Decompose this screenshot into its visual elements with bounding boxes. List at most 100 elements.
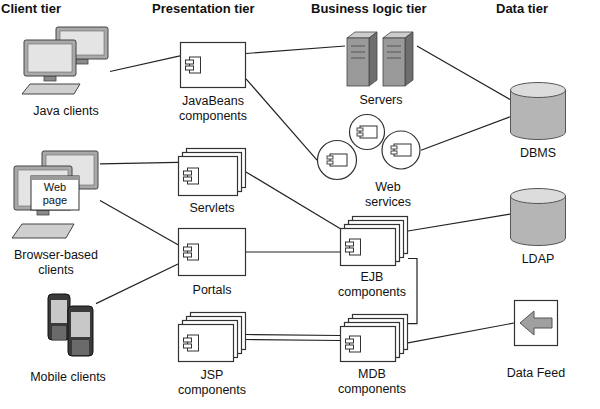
database-cylinder: LDAP	[510, 188, 566, 246]
server-slot	[387, 46, 401, 47]
component-box: Portals	[178, 228, 246, 276]
data-feed-icon: Data Feed	[514, 300, 558, 346]
text-slot: Web page	[33, 181, 77, 207]
server-side	[405, 32, 413, 86]
node-label: Web services	[358, 180, 418, 210]
component-tab	[346, 345, 354, 349]
tier-panel: Presentation tierJavaBeans componentsSer…	[155, 18, 292, 406]
component-symbol	[350, 239, 361, 255]
connector	[100, 201, 178, 245]
component-box: JavaBeans components	[180, 42, 246, 88]
component-rect	[179, 325, 234, 362]
client-icon: Java clients	[22, 26, 110, 96]
component-symbol	[188, 244, 199, 260]
icon-group	[511, 83, 566, 140]
icon-group	[48, 294, 93, 356]
node-label: Portals	[170, 283, 254, 298]
text-slot: Servers	[341, 93, 421, 108]
icon-group	[12, 151, 98, 238]
server-slot	[351, 52, 365, 53]
node-label: Browser-based clients	[6, 248, 106, 278]
component-stack-drawing	[340, 314, 408, 362]
tier-heading: Client tier	[1, 1, 129, 17]
tier-panel: Data tierDBMSLDAPData Feed	[484, 18, 597, 406]
client-icon: Web pageBrowser-based clients	[12, 150, 100, 242]
component-stack-drawing	[178, 312, 246, 362]
text-slot: MDB components	[332, 367, 412, 397]
icon-group	[179, 229, 246, 276]
phone-keypad	[52, 326, 66, 340]
component-tab	[184, 171, 192, 175]
component-tab	[391, 151, 397, 154]
component-tab	[327, 156, 333, 159]
server-side	[369, 32, 377, 86]
tier-heading: Presentation tier	[152, 1, 292, 17]
phone-body	[48, 294, 70, 340]
connector	[246, 335, 340, 341]
server-front	[347, 38, 369, 86]
component-tab	[346, 242, 354, 246]
monitor-frame	[24, 40, 76, 76]
component-tab	[184, 247, 192, 251]
server-slot	[387, 52, 401, 53]
text-slot: Data Feed	[496, 366, 576, 381]
phone-screen	[71, 312, 90, 337]
server-icon-drawing	[345, 28, 417, 88]
component-tab	[186, 60, 194, 64]
node-label: EJB components	[332, 270, 412, 300]
component-stack: MDB components	[340, 314, 408, 362]
connector	[246, 46, 345, 54]
node-label: DBMS	[503, 146, 573, 161]
text-slot: JavaBeans components	[171, 94, 255, 124]
connector	[100, 162, 178, 163]
connector	[110, 56, 180, 72]
icon-group	[179, 313, 246, 362]
component-tab	[184, 253, 192, 257]
connector	[246, 172, 340, 229]
component-tab	[346, 248, 354, 252]
text-slot: DBMS	[503, 146, 573, 161]
text-slot: Presentation tier	[152, 1, 292, 17]
node-label: MDB components	[332, 367, 412, 397]
database-cylinder-drawing	[510, 82, 566, 140]
component-tab	[357, 128, 363, 131]
tier-panel: Business logic tierServersWeb servicesEJ…	[311, 18, 461, 406]
window-caption: Web page	[33, 181, 77, 207]
node-label: Mobile clients	[18, 370, 118, 385]
icon-group	[347, 32, 413, 86]
text-slot: JSP components	[170, 368, 254, 398]
browser-window	[31, 176, 79, 210]
icon-group	[22, 27, 108, 94]
monitor-screen	[28, 44, 72, 72]
component-stack: Servlets	[178, 148, 246, 196]
component-stack-drawing	[178, 148, 246, 196]
node-label: Servlets	[170, 201, 254, 216]
node-label: JSP components	[170, 368, 254, 398]
text-slot: Mobile clients	[18, 370, 118, 385]
component-symbol	[188, 335, 199, 351]
component-tab	[357, 133, 363, 136]
text-slot: Servlets	[170, 201, 254, 216]
browser-titlebar	[31, 176, 79, 180]
connector	[417, 46, 510, 99]
connector	[408, 259, 417, 324]
component-box-drawing	[180, 42, 246, 88]
cylinder-top	[511, 189, 566, 204]
node-label: Data Feed	[496, 366, 576, 381]
phone-keypad	[72, 340, 89, 355]
server-slot	[387, 58, 401, 59]
database-cylinder-drawing	[510, 188, 566, 246]
text-slot: Client tier	[1, 1, 129, 17]
text-slot: LDAP	[503, 252, 573, 267]
phone-body	[68, 306, 93, 356]
node-label: Servers	[341, 93, 421, 108]
feed-arrow	[520, 311, 552, 335]
server-slot	[351, 46, 365, 47]
data-feed-icon-drawing	[514, 300, 558, 346]
node-label: Java clients	[16, 104, 116, 119]
component-tab	[184, 177, 192, 181]
component-symbol	[350, 336, 361, 352]
service-circle	[350, 115, 385, 150]
web-services-icon: Web services	[317, 114, 421, 180]
